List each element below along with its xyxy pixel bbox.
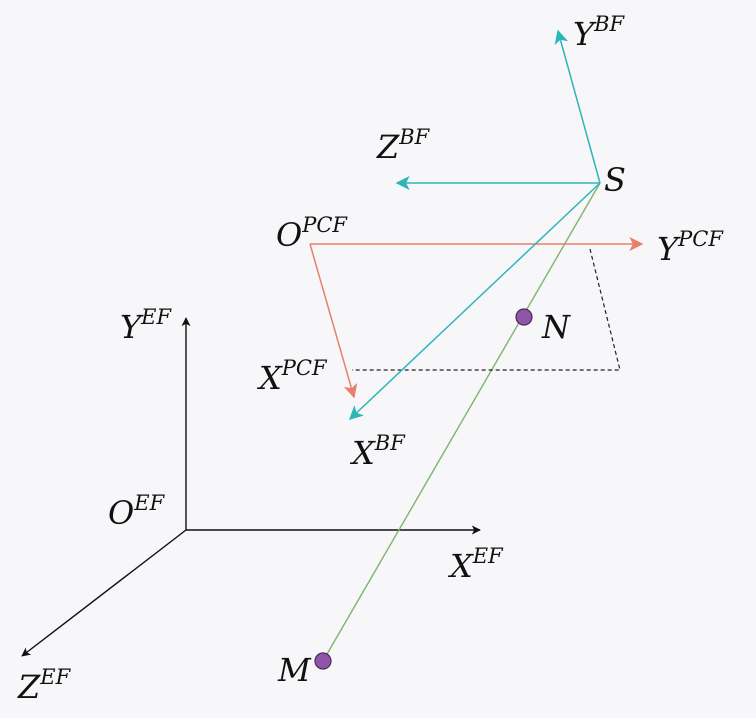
xbf-axis — [348, 182, 601, 420]
label-ypcf: YPCF — [657, 227, 724, 268]
line-of-sight — [322, 182, 601, 662]
label-xpcf: XPCF — [256, 356, 328, 397]
label-oef: OEF — [108, 491, 166, 532]
body-frame — [348, 29, 601, 420]
label-s: S — [604, 161, 626, 199]
zef-axis — [21, 529, 187, 657]
label-yef: YEF — [120, 305, 172, 346]
label-ybf: YBF — [573, 12, 626, 53]
label-n: N — [541, 308, 571, 346]
label-m: M — [277, 651, 312, 689]
label-xef: XEF — [447, 544, 504, 585]
ybf-axis — [554, 29, 601, 184]
label-zef: ZEF — [17, 665, 72, 706]
label-opcf: OPCF — [276, 213, 348, 254]
earth-frame — [21, 317, 481, 657]
label-zbf: ZBF — [376, 125, 431, 166]
point-n — [515, 308, 533, 326]
dashed-projection — [352, 248, 621, 371]
point-m — [314, 652, 332, 670]
pcf-frame — [309, 237, 644, 399]
label-xbf: XBF — [349, 431, 406, 472]
xpcf-axis — [309, 243, 358, 399]
